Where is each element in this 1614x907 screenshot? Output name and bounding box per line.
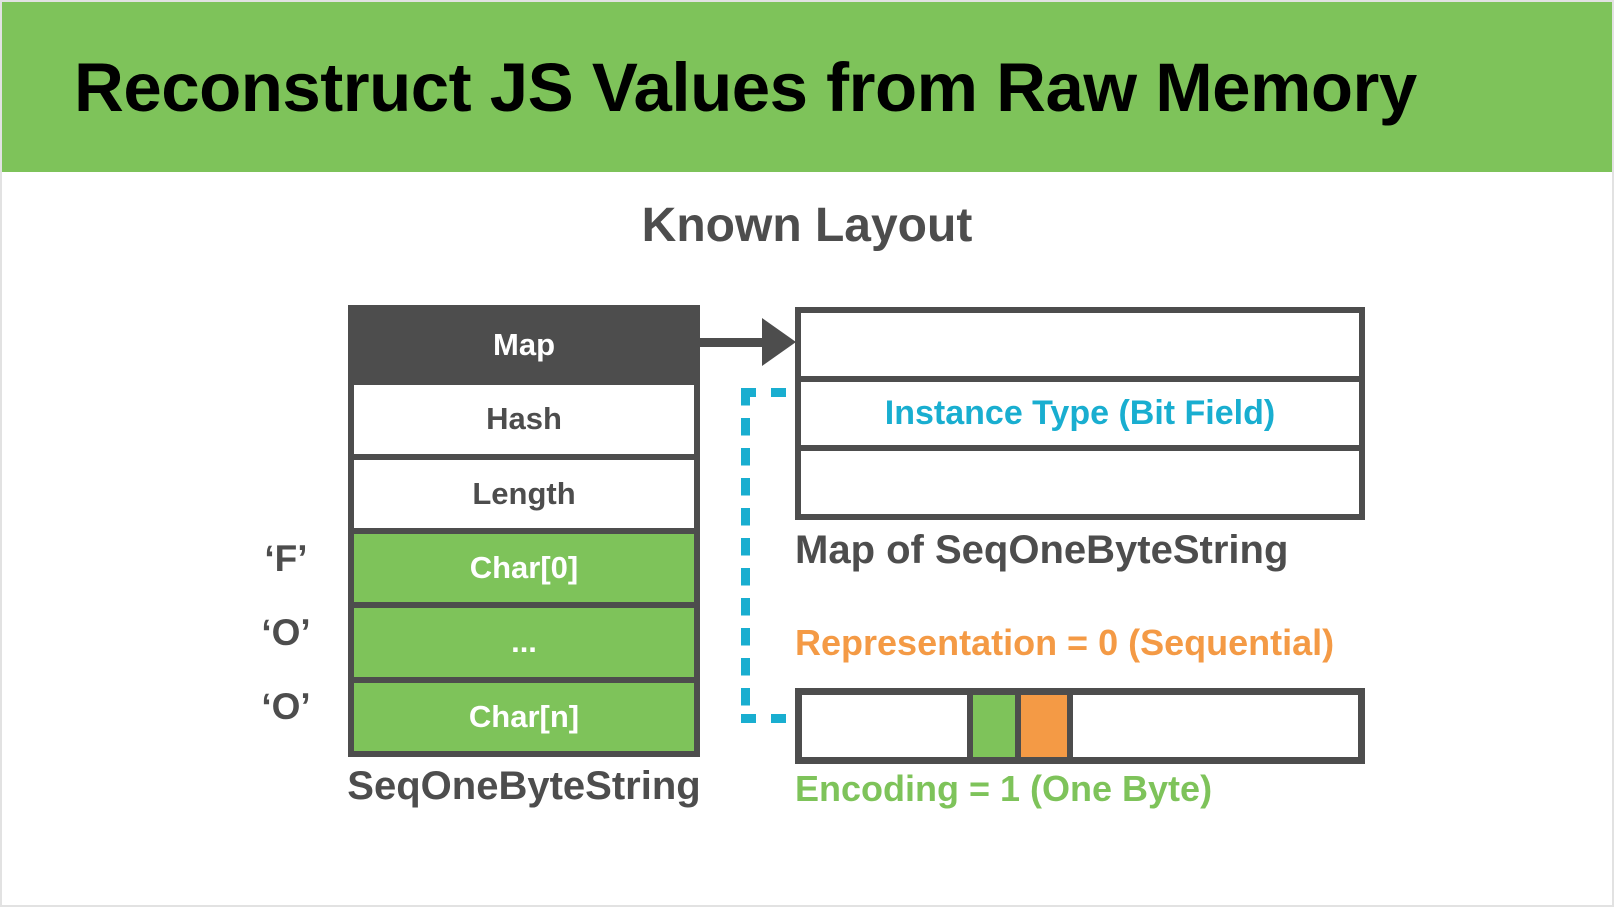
map-object-caption: Map of SeqOneByteString <box>795 528 1289 572</box>
bitfield-segment-encoding <box>973 695 1015 757</box>
memory-layout-caption: SeqOneByteString <box>347 764 701 808</box>
title-banner: Reconstruct JS Values from Raw Memory <box>2 2 1612 172</box>
bitfield-bar <box>795 688 1365 764</box>
map-pointer-arrow-line <box>699 338 777 347</box>
representation-label: Representation = 0 (Sequential) <box>795 622 1335 663</box>
bitfield-segment-blank-left <box>802 695 967 757</box>
memory-row-charn: Char[n] <box>354 682 694 751</box>
page-title: Reconstruct JS Values from Raw Memory <box>74 48 1417 126</box>
bitfield-segment-blank-right <box>1073 695 1358 757</box>
memory-layout-table: Map Hash Length Char[0] ... Char[n] <box>348 305 700 757</box>
char-value-0: ‘F’ <box>264 538 308 579</box>
bitfield-segment-representation <box>1021 695 1067 757</box>
encoding-label: Encoding = 1 (One Byte) <box>795 768 1213 809</box>
memory-row-ellipsis: ... <box>354 608 694 677</box>
map-row-empty-bottom <box>801 451 1359 514</box>
memory-row-length: Length <box>354 459 694 528</box>
instance-type-label: Instance Type (Bit Field) <box>884 394 1276 432</box>
dashed-connector-vertical <box>741 388 750 722</box>
map-object-box: Instance Type (Bit Field) <box>795 307 1365 520</box>
char-value-1: ‘O’ <box>261 612 311 653</box>
map-row-instance-type: Instance Type (Bit Field) <box>801 382 1359 445</box>
dashed-connector-top <box>741 388 797 397</box>
map-row-empty-top <box>801 313 1359 376</box>
char-value-2: ‘O’ <box>261 686 311 727</box>
map-pointer-arrow-icon <box>762 318 796 366</box>
dashed-connector-bottom <box>741 714 797 723</box>
memory-row-map: Map <box>354 311 694 380</box>
memory-row-hash: Hash <box>354 385 694 454</box>
section-heading: Known Layout <box>641 199 973 252</box>
memory-row-char0: Char[0] <box>354 533 694 603</box>
